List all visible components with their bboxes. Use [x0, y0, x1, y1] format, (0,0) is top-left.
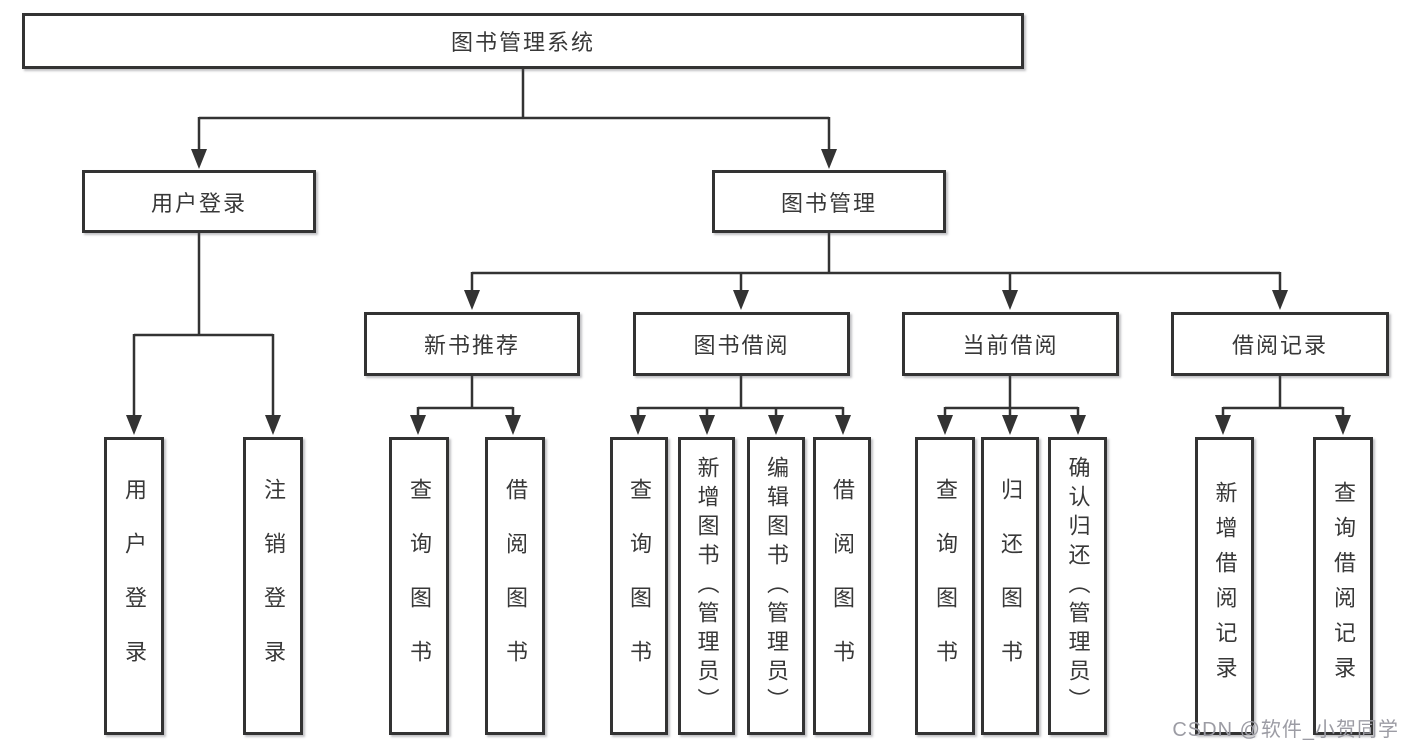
node-book-borrow: 图书借阅: [633, 312, 850, 376]
leaf-borrow-add-book-admin: 新增图书（管理员）: [678, 437, 735, 735]
leaf-recommend-query-book: 查询图书: [389, 437, 449, 735]
leaf-current-return-book: 归还图书: [981, 437, 1039, 735]
leaf-record-query-borrow-record: 查询借阅记录: [1313, 437, 1373, 735]
leaf-user-login: 用户登录: [104, 437, 164, 735]
leaf-logout: 注销登录: [243, 437, 303, 735]
leaf-borrow-query-book: 查询图书: [610, 437, 668, 735]
leaf-borrow-borrow-book: 借阅图书: [813, 437, 871, 735]
leaf-record-add-borrow-record: 新增借阅记录: [1195, 437, 1254, 735]
node-book-management-module: 图书管理: [712, 170, 946, 233]
node-new-book-recommend: 新书推荐: [364, 312, 580, 376]
leaf-current-query-book: 查询图书: [915, 437, 975, 735]
leaf-borrow-edit-book-admin: 编辑图书（管理员）: [747, 437, 805, 735]
node-borrow-record: 借阅记录: [1171, 312, 1389, 376]
leaf-current-confirm-return-admin: 确认归还（管理员）: [1048, 437, 1107, 735]
node-user-login-module: 用户登录: [82, 170, 316, 233]
node-current-borrow: 当前借阅: [902, 312, 1119, 376]
node-root-system: 图书管理系统: [22, 13, 1024, 69]
leaf-recommend-borrow-book: 借阅图书: [485, 437, 545, 735]
csdn-watermark: CSDN @软件_小贺同学: [1172, 719, 1399, 741]
